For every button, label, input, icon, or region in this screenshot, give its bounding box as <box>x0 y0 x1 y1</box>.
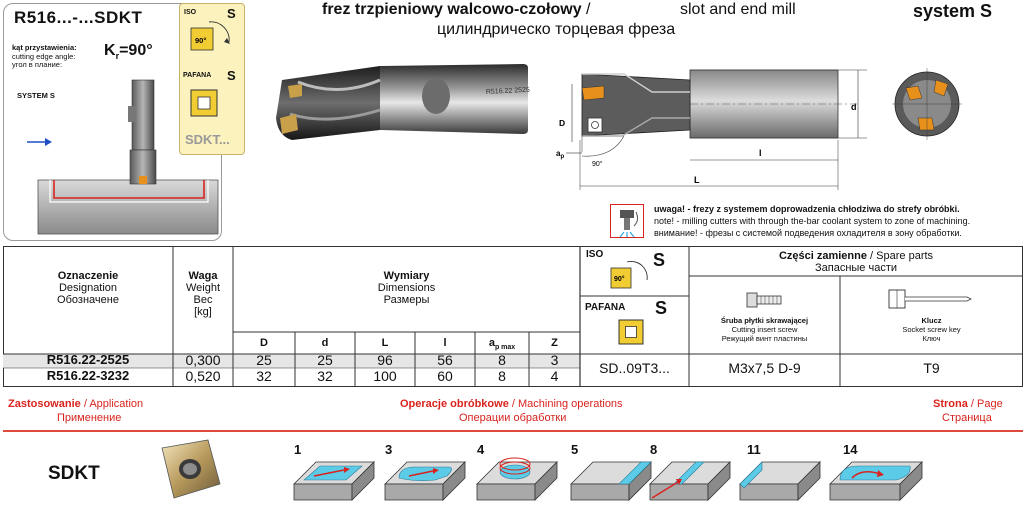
op-number-4: 4 <box>477 442 485 457</box>
col-L-header: L <box>381 337 389 349</box>
screw-icon <box>746 292 782 308</box>
sdkt-insert-label: SDKT... <box>185 132 230 147</box>
row-L-1: 96 <box>377 352 393 368</box>
tool-in-workpiece-illustration <box>37 79 219 235</box>
row-d-2: 32 <box>317 368 333 384</box>
svg-text:d: d <box>851 102 857 112</box>
page-label-ru: Страница <box>942 412 992 424</box>
op-8-slot-milling-icon <box>649 461 731 501</box>
title-english: slot and end mill <box>680 1 796 18</box>
system-s-title: system S <box>913 1 993 21</box>
svg-text:R516.22 2525: R516.22 2525 <box>486 87 530 96</box>
page-label: Strona / Page <box>933 398 1003 410</box>
row-d-1: 25 <box>317 352 333 368</box>
col-d-header: d <box>321 337 329 349</box>
pafana-label: PAFANA <box>183 72 212 79</box>
row-code-2: R516.22-3232 <box>46 368 130 383</box>
op-number-5: 5 <box>571 442 579 457</box>
col-l-header: l <box>443 337 447 349</box>
pafana-s-label: S <box>227 68 236 83</box>
op-14-contour-milling-icon <box>829 461 923 501</box>
svg-text:90°: 90° <box>614 275 625 283</box>
op-4-helical-interpolation-icon <box>476 457 558 501</box>
key-value: T9 <box>923 360 940 376</box>
svg-text:D: D <box>559 118 565 128</box>
op-number-11: 11 <box>747 442 761 457</box>
kr-value: Kr=90° <box>104 42 153 62</box>
svg-text:90°: 90° <box>195 36 206 45</box>
row-weight-2: 0,520 <box>185 368 221 384</box>
application-insert-label: SDKT <box>48 463 100 484</box>
sdkt-insert-photo <box>161 439 221 499</box>
socket-key-icon <box>888 289 972 309</box>
cutting-angle-icon: 90° <box>190 21 230 51</box>
row-Z-2: 4 <box>550 368 559 384</box>
application-label: Zastosowanie / Application <box>8 398 144 410</box>
col-Z-header: Z <box>551 337 558 349</box>
row-L-2: 100 <box>373 368 397 384</box>
spare-parts-header: Części zamienne / Spare parts Запасные ч… <box>778 250 934 274</box>
row-weight-1: 0,300 <box>185 352 221 368</box>
svg-text:ap: ap <box>556 149 564 160</box>
table-grid <box>3 246 1023 387</box>
op-number-1: 1 <box>294 442 302 457</box>
op-number-8: 8 <box>650 442 658 457</box>
coolant-warning-icon <box>610 204 644 238</box>
row-D-2: 32 <box>256 368 272 384</box>
col-ap-header: ap max <box>488 337 516 352</box>
op-3-pocket-milling-icon <box>384 461 466 501</box>
col-D-header: D <box>260 337 268 349</box>
svg-text:90°: 90° <box>592 160 603 168</box>
table-iso-label: ISO <box>586 249 604 260</box>
table-pafana-s: S <box>655 298 668 318</box>
row-l-2: 60 <box>437 368 453 384</box>
coolant-note-english: note! - milling cutters with through the… <box>654 216 971 226</box>
end-mill-photo: R516.22 2525 <box>276 64 530 140</box>
op-11-plunge-milling-icon <box>739 461 821 501</box>
coolant-note-russian: внимание! - фрезы с системой подведения … <box>654 228 962 238</box>
title-polish: frez trzpieniowy walcowo-czołowy / <box>322 1 591 18</box>
row-ap-1: 8 <box>498 352 506 368</box>
footer-separator <box>3 430 1023 432</box>
insert-code: SD..09T3... <box>599 360 670 376</box>
row-code-1: R516.22-2525 <box>46 352 130 367</box>
operations-label-ru: Операции обработки <box>459 412 567 424</box>
iso-s-label: S <box>227 6 236 21</box>
square-insert-icon <box>190 89 218 117</box>
table-square-insert-icon <box>618 319 644 345</box>
cutting-angle-label: kąt przystawienia: cutting edge angle: у… <box>12 43 77 69</box>
title-russian: цилиндрическо торцевая фреза <box>437 21 676 38</box>
screw-value: M3x7,5 D-9 <box>728 360 801 376</box>
svg-text:l: l <box>759 148 762 158</box>
svg-text:L: L <box>694 175 700 185</box>
row-D-1: 25 <box>256 352 272 368</box>
row-Z-1: 3 <box>550 352 559 368</box>
tool-code-title: R516...-...SDKT <box>14 8 143 27</box>
application-label-ru: Применение <box>57 412 122 424</box>
technical-drawing: D ap 90° d l L <box>556 69 867 190</box>
row-l-1: 56 <box>437 352 453 368</box>
feed-direction-arrow-icon <box>27 138 52 146</box>
table-cutting-angle-icon: 90° <box>610 261 648 289</box>
operations-label: Operacje obróbkowe / Machining operation… <box>400 398 623 410</box>
system-s-small-label: SYSTEM S <box>17 91 55 100</box>
end-view-drawing <box>892 68 962 140</box>
op-1-face-milling-icon <box>293 461 375 501</box>
op-number-14: 14 <box>843 442 858 457</box>
coolant-note-polish: uwaga! - frezy z systemem doprowadzenia … <box>654 204 960 214</box>
iso-label: ISO <box>184 9 197 16</box>
row-ap-2: 8 <box>498 368 506 384</box>
table-iso-s: S <box>653 250 666 270</box>
op-5-shoulder-milling-icon <box>570 461 652 501</box>
op-number-3: 3 <box>385 442 393 457</box>
table-pafana-label: PAFANA <box>585 302 626 313</box>
